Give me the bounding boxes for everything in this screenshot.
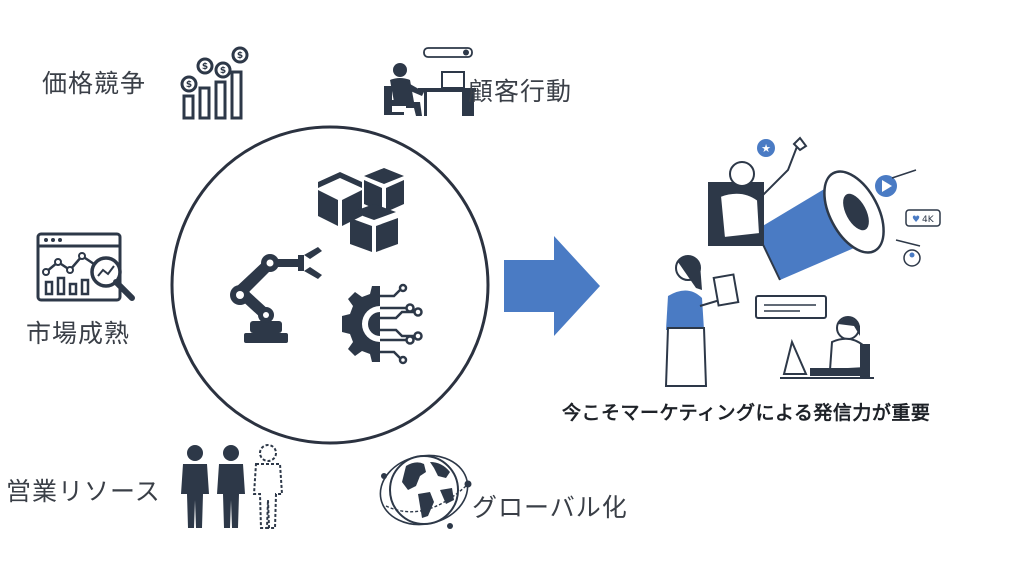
coin-bars-icon: $ $ $ $ — [180, 46, 249, 120]
svg-text:★: ★ — [761, 142, 771, 155]
globe-icon — [379, 454, 472, 529]
svg-text:$: $ — [202, 62, 208, 72]
factor-globalization: グローバル化 — [472, 493, 628, 522]
svg-text:$: $ — [186, 80, 192, 90]
boxes-icon — [318, 168, 404, 252]
svg-text:♥: ♥ — [912, 215, 920, 225]
computer-user-icon — [384, 47, 476, 116]
svg-text:$: $ — [220, 66, 226, 76]
analytics-screen-icon — [36, 232, 135, 302]
people-icon — [181, 444, 284, 529]
factor-customer-behavior: 顧客行動 — [468, 77, 573, 106]
svg-text:4K: 4K — [922, 215, 935, 225]
svg-text:$: $ — [237, 51, 243, 61]
marketing-illustration: ★ ♥ 4K — [664, 136, 941, 387]
conclusion-caption: 今こそマーケティングによる発信力が重要 — [562, 402, 931, 424]
right-arrow — [504, 236, 600, 336]
ai-gear-icon — [342, 283, 423, 365]
factor-sales-resources: 営業リソース — [6, 477, 161, 506]
robot-arm-icon — [230, 247, 322, 343]
megaphone-icon — [755, 170, 885, 281]
factor-price-competition: 価格競争 — [42, 69, 147, 98]
factor-market-maturity: 市場成熟 — [26, 319, 131, 348]
